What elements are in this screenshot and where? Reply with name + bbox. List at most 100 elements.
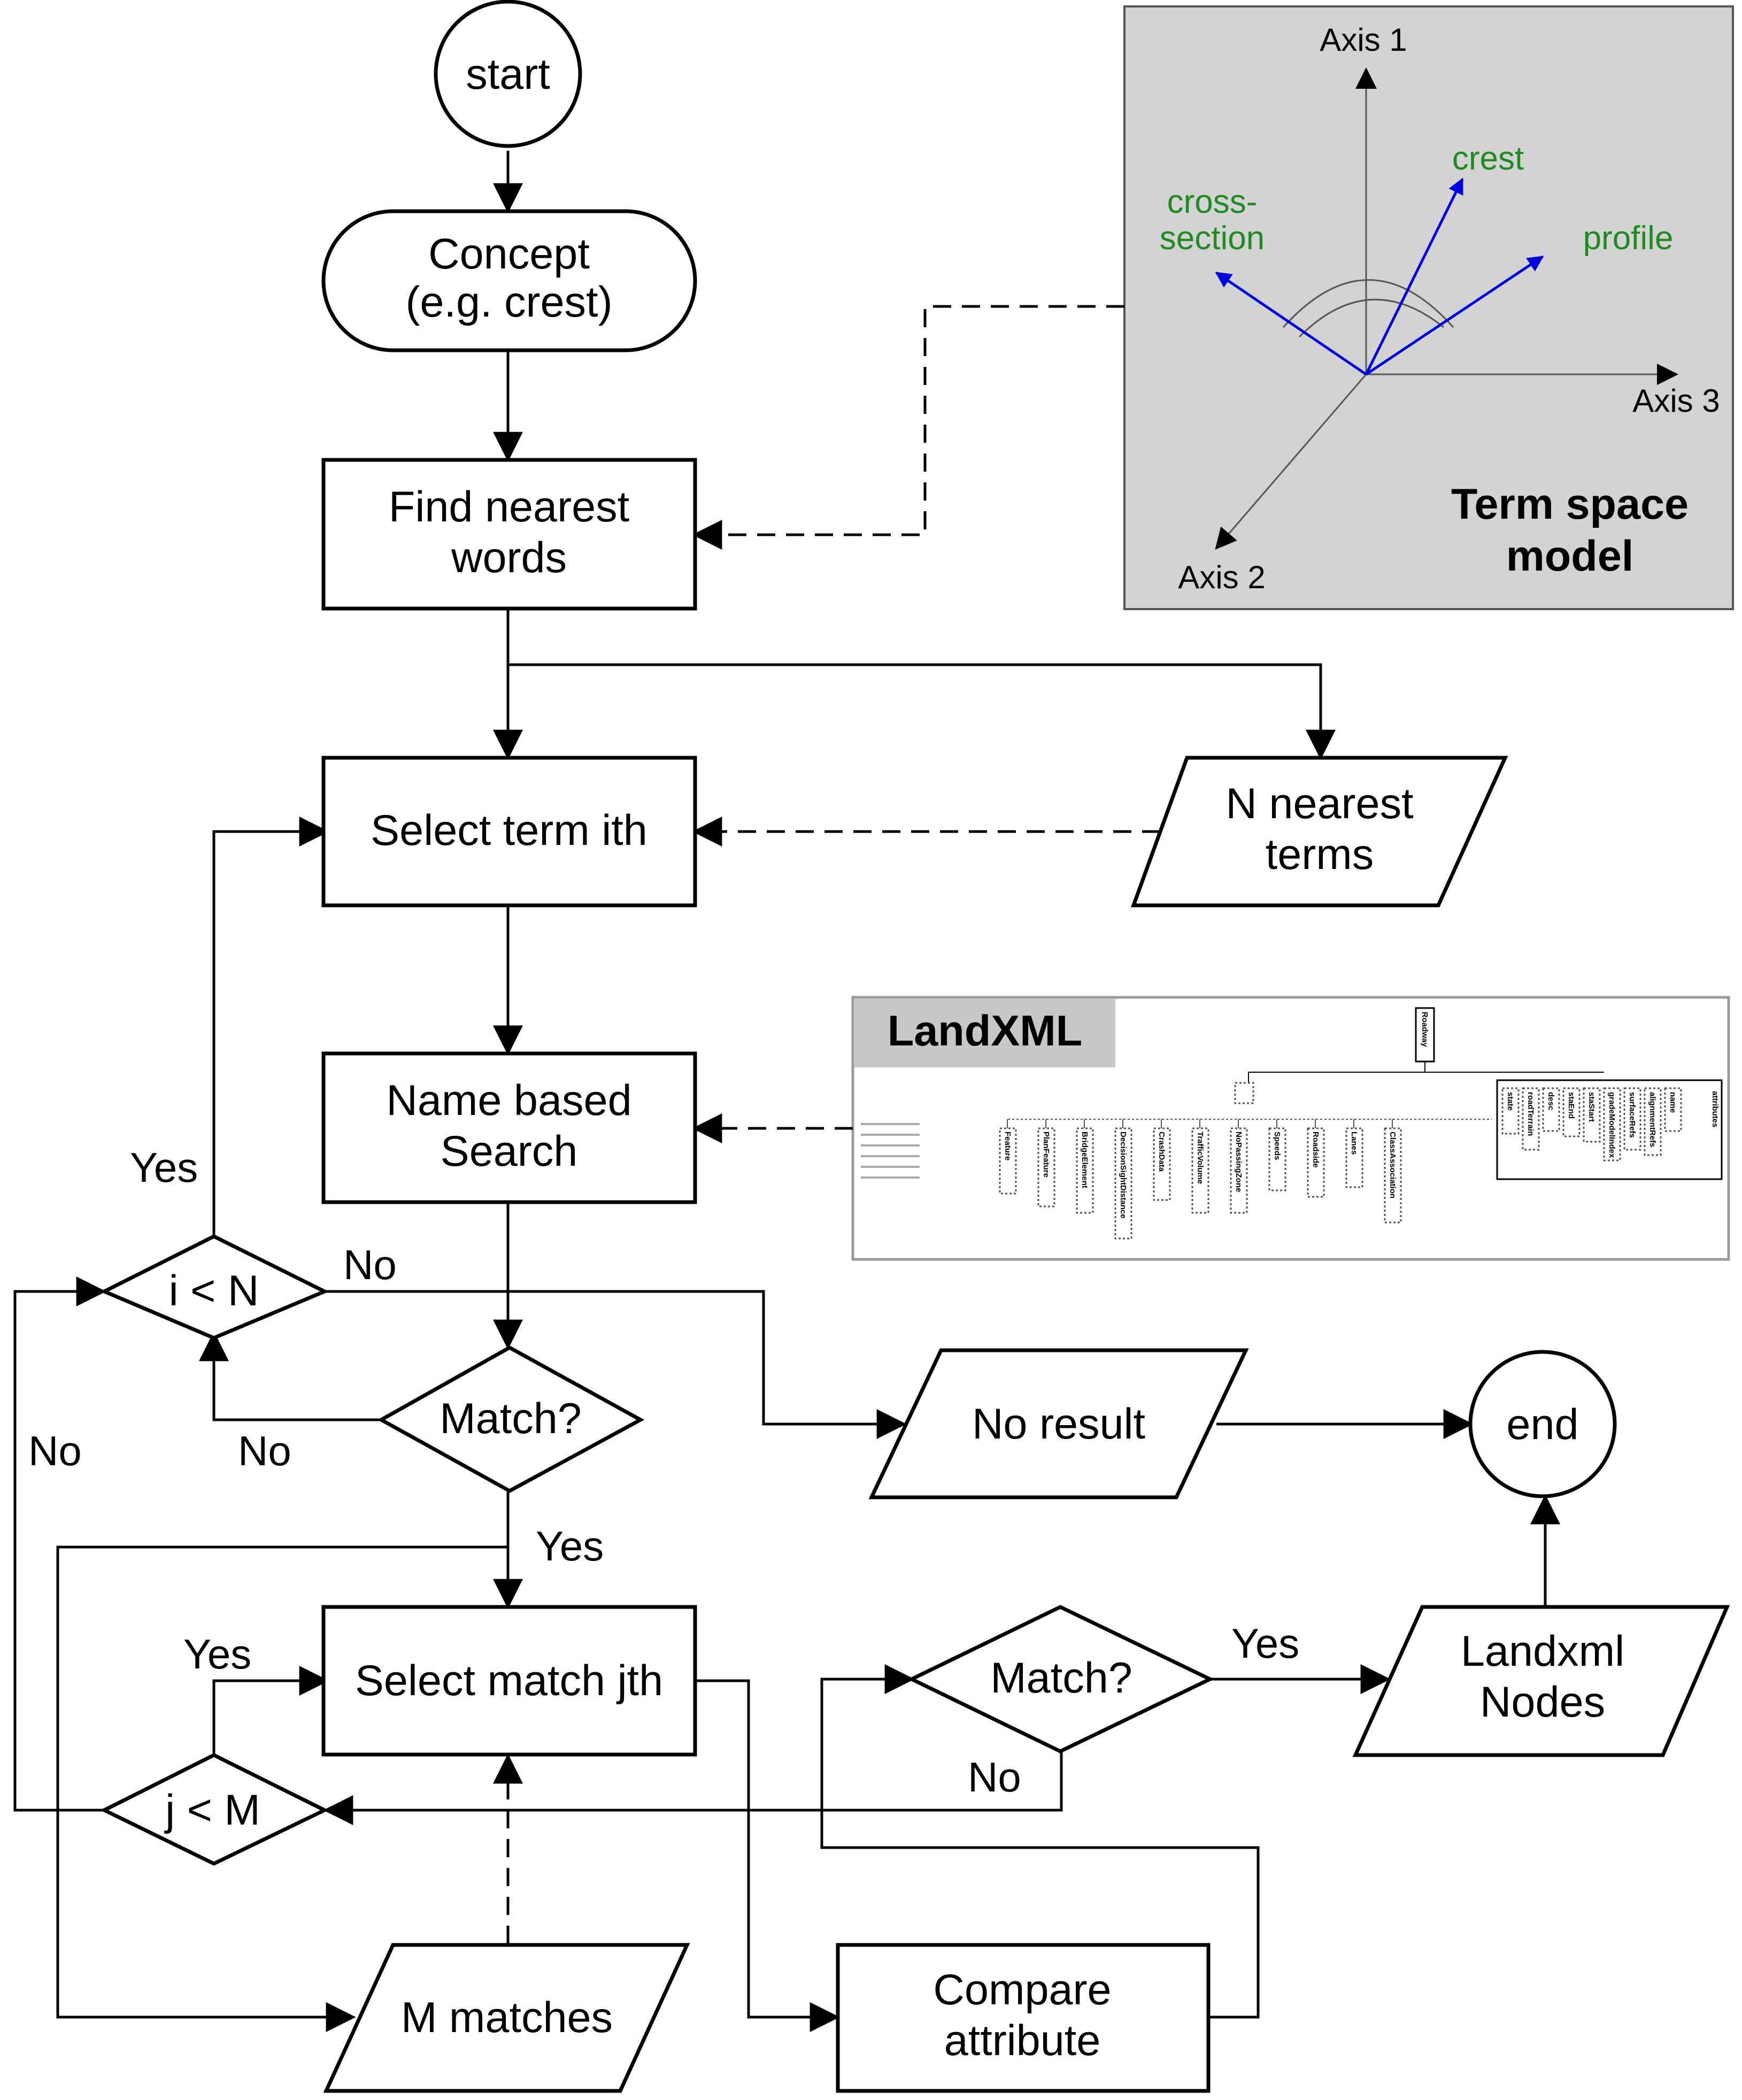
select-match-box — [321, 1605, 697, 1757]
schema-child-label: PlanFeature — [1042, 1132, 1051, 1178]
schema-attribute: staStart — [1583, 1087, 1601, 1143]
schema-child-element: DecisionSightDistance — [1114, 1119, 1132, 1240]
schema-child-element: Lanes — [1345, 1119, 1363, 1188]
start-label: start — [466, 50, 550, 98]
term-space-title-line2: model — [1506, 532, 1634, 580]
axis-2-label: Axis 2 — [1178, 559, 1265, 595]
schema-attribute-label: staStart — [1587, 1092, 1596, 1122]
n-nearest-label-line2: terms — [1266, 830, 1374, 879]
edge-j-no-i — [13, 1276, 106, 1812]
schema-child-label: Lanes — [1350, 1132, 1359, 1155]
match2-label: Match? — [990, 1654, 1132, 1702]
schema-child-label: CrashData — [1157, 1132, 1166, 1172]
compare-label-line1: Compare — [933, 1966, 1111, 2014]
edge-i-no-no-result — [325, 1290, 907, 1439]
edge-select-match-compare — [695, 1679, 840, 2032]
schema-child-label: Feature — [1003, 1132, 1012, 1160]
compare-attribute-box — [836, 1943, 1211, 2093]
edge-label-yes-i: Yes — [130, 1144, 198, 1191]
node-i-lt-n: i < N — [99, 1234, 329, 1340]
schema-attribute-label: alignmentRefs — [1648, 1092, 1657, 1147]
schema-root-label: Roadway — [1420, 1012, 1429, 1048]
node-find-nearest-words: Find nearest words — [321, 458, 697, 611]
schema-child-element: CrashData — [1153, 1119, 1171, 1201]
schema-attribute: name — [1664, 1087, 1682, 1132]
schema-children: Feature PlanFeature BridgeElement DecisionS… — [999, 1119, 1402, 1240]
cross-section-label-line2: section — [1160, 220, 1265, 257]
m-matches-parallelogram — [323, 1943, 690, 2093]
profile-vector — [1365, 255, 1544, 376]
end-label: end — [1506, 1401, 1578, 1449]
no-result-parallelogram — [868, 1348, 1249, 1499]
schema-child-element: Feature — [999, 1119, 1017, 1195]
name-based-label-line1: Name based — [386, 1076, 631, 1125]
cross-section-label-line1: cross- — [1167, 183, 1258, 220]
landxml-title-background — [854, 999, 1115, 1067]
term-space-background — [1123, 5, 1734, 610]
schema-child-label: BridgeElement — [1080, 1132, 1089, 1188]
name-based-box — [321, 1051, 697, 1204]
schema-attributes-group — [1496, 1079, 1723, 1180]
edge-match1-no-i — [199, 1331, 381, 1421]
schema-attribute: state — [1501, 1087, 1520, 1135]
landxml-nodes-label-line2: Nodes — [1480, 1678, 1605, 1726]
edge-termspace-find — [692, 305, 1124, 550]
edge-match2-no-j — [323, 1751, 1063, 1825]
axis-1-label: Axis 1 — [1320, 22, 1407, 58]
select-match-label: Select match jth — [355, 1657, 663, 1705]
edge-label-no-match2: No — [968, 1753, 1021, 1801]
schema-child-element: Speeds — [1268, 1119, 1286, 1191]
i-lt-n-label: i < N — [169, 1267, 259, 1315]
schema-root-box — [1415, 1007, 1435, 1063]
node-compare-attribute: Compare attribute — [836, 1943, 1211, 2093]
schema-child-label: TrafficVolume — [1196, 1132, 1205, 1184]
find-label-line2: words — [451, 534, 567, 582]
edge-labels: Yes No No No Yes Yes Yes No — [28, 1144, 1299, 1801]
node-select-match: Select match jth — [321, 1605, 697, 1757]
match1-label: Match? — [440, 1395, 582, 1443]
profile-label: profile — [1583, 220, 1674, 257]
schema-attribute: desc — [1542, 1087, 1560, 1132]
connectors — [13, 151, 1560, 2032]
edge-compare-match2 — [820, 1664, 1260, 2019]
m-matches-label: M matches — [401, 1994, 613, 2042]
node-start: start — [434, 0, 582, 148]
schema-child-label: DecisionSightDistance — [1119, 1132, 1128, 1219]
edge-label-no-match1: No — [238, 1427, 291, 1474]
schema-attribute: staEnd — [1562, 1087, 1581, 1137]
edge-find-n-nearest — [508, 663, 1336, 760]
schema-child-label: NoPassingZone — [1234, 1132, 1243, 1192]
schema-attribute-label: surfaceRefs — [1628, 1092, 1637, 1138]
node-no-result: No result — [868, 1348, 1249, 1499]
node-end: end — [1468, 1350, 1617, 1498]
node-match1: Match? — [377, 1345, 645, 1493]
schema-attribute-label: staEnd — [1567, 1092, 1576, 1119]
j-lt-m-label: j < M — [164, 1786, 260, 1834]
landxml-nodes-parallelogram — [1352, 1605, 1730, 1757]
crest-label: crest — [1452, 140, 1524, 177]
edge-j-yes-select-match — [212, 1666, 329, 1755]
node-j-lt-m: j < M — [100, 1753, 329, 1866]
schema-sequence-box — [1234, 1082, 1254, 1104]
schema-child-label: Roadside — [1311, 1132, 1320, 1168]
edge-label-no-j: No — [28, 1427, 82, 1474]
angle-arc-outer — [1282, 279, 1454, 328]
concept-label-line2: (e.g. crest) — [405, 278, 612, 326]
j-lt-m-diamond — [100, 1753, 329, 1866]
schema-attribute-label: desc — [1546, 1092, 1555, 1110]
schema-child-element: BridgeElement — [1076, 1119, 1094, 1214]
schema-attribute-label: name — [1668, 1092, 1677, 1113]
compare-label-line2: attribute — [944, 2017, 1101, 2065]
schema-attribute-label: roadTerrain — [1526, 1092, 1535, 1136]
name-based-label-line2: Search — [441, 1127, 578, 1175]
edge-loop-m-matches — [56, 1545, 508, 2032]
n-nearest-label-line1: N nearest — [1225, 780, 1413, 828]
edge-label-yes-j: Yes — [183, 1630, 251, 1678]
crest-vector — [1365, 178, 1464, 375]
schema-child-label: Speeds — [1273, 1132, 1282, 1160]
concept-terminator — [321, 209, 697, 352]
landxml-nodes-label-line1: Landxml — [1461, 1627, 1624, 1675]
edge-label-yes-match2: Yes — [1231, 1620, 1299, 1667]
